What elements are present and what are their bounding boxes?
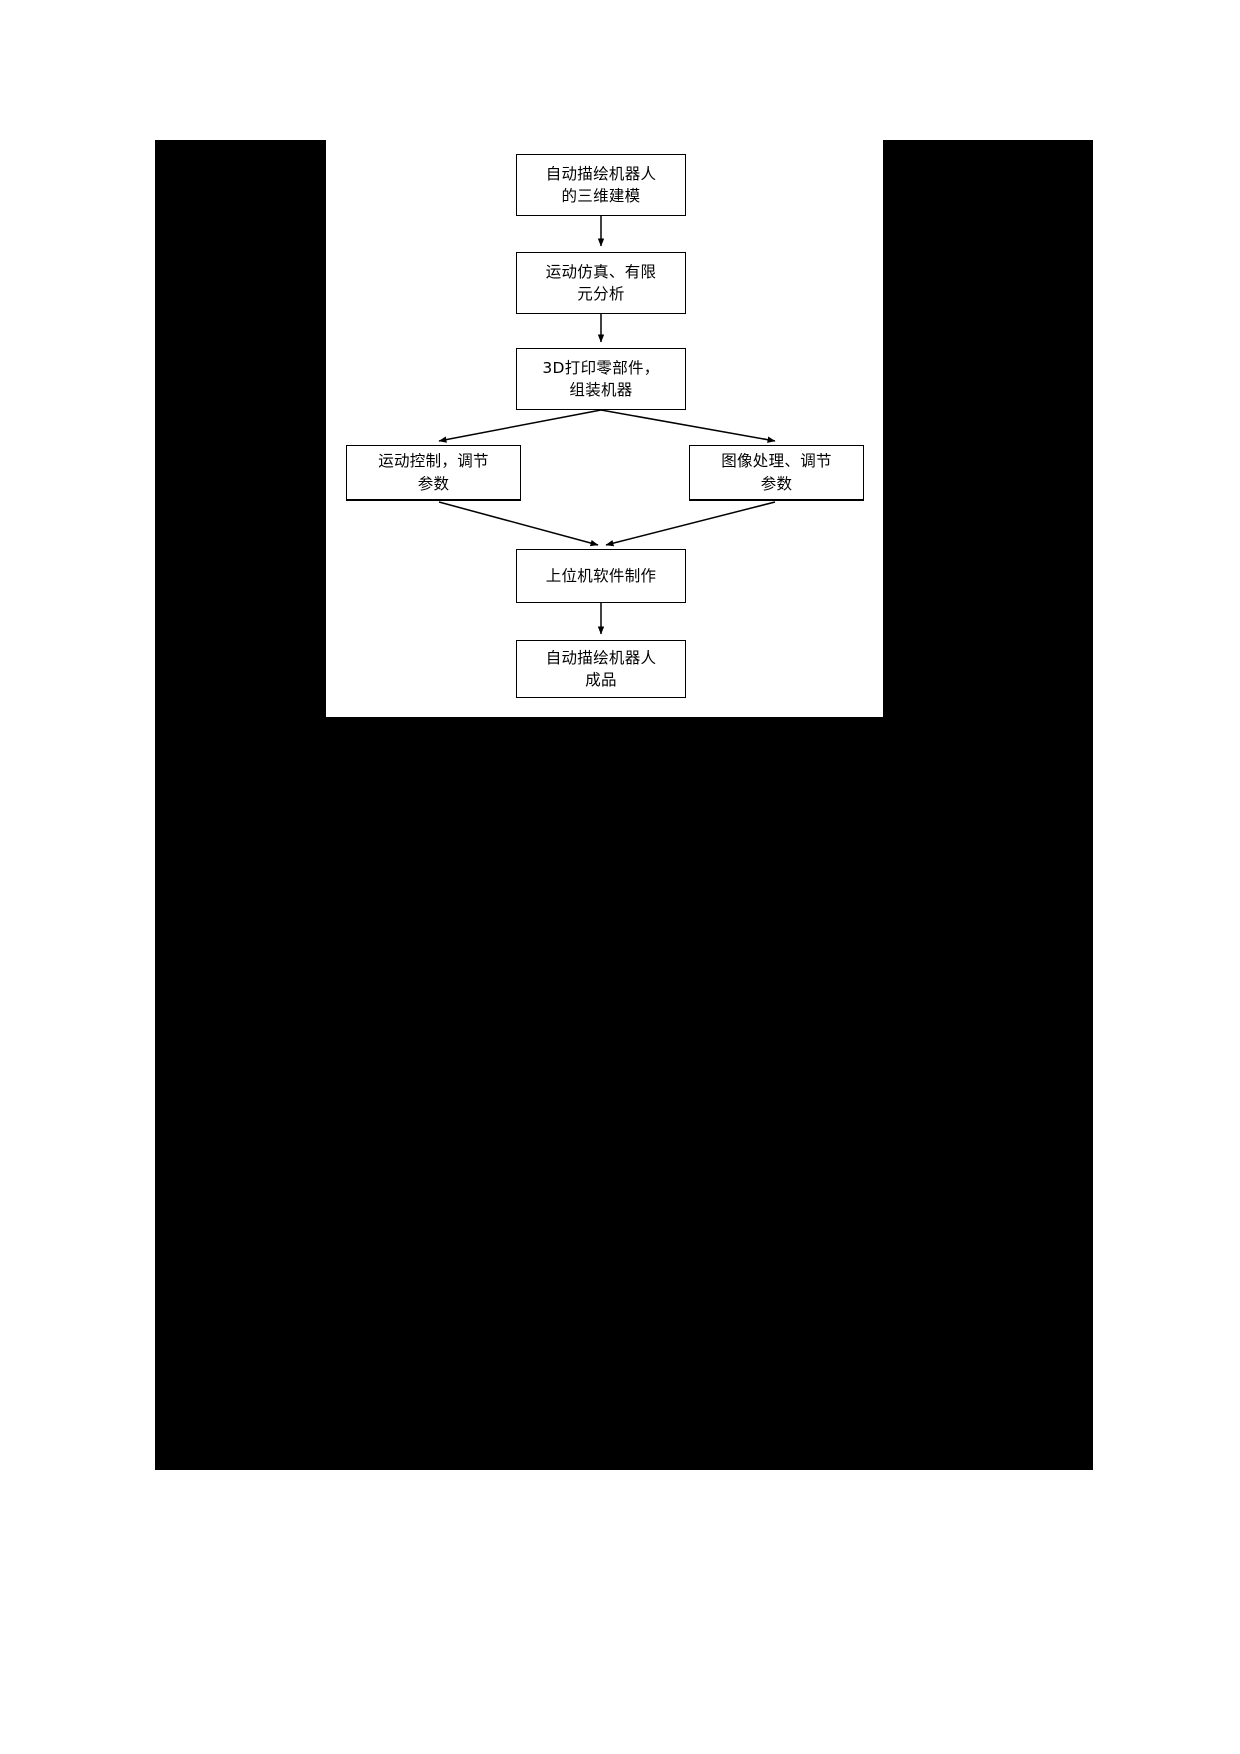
node-simulation-label: 运动仿真、有限 元分析	[545, 262, 657, 303]
node-modeling[interactable]: 自动描绘机器人 的三维建模	[516, 154, 686, 216]
edge-motion-to-software	[438, 501, 599, 547]
node-motion-control[interactable]: 运动控制，调节 参数	[346, 445, 521, 501]
node-printing[interactable]: 3D打印零部件， 组装机器	[516, 348, 686, 410]
node-image-processing-label: 图像处理、调节 参数	[721, 452, 832, 493]
flowchart-window: 自动描绘机器人 的三维建模 运动仿真、有限 元分析 3D打印零部件， 组装机器 …	[326, 140, 883, 717]
node-simulation[interactable]: 运动仿真、有限 元分析	[516, 252, 686, 314]
flowchart-connector-layer	[438, 216, 776, 635]
edge-printing-to-image	[600, 409, 776, 443]
edge-printing-to-motion	[438, 409, 602, 443]
node-modeling-label: 自动描绘机器人 的三维建模	[545, 164, 657, 205]
node-host-software-label: 上位机软件制作	[545, 566, 657, 585]
node-host-software[interactable]: 上位机软件制作	[516, 549, 686, 603]
node-printing-label: 3D打印零部件， 组装机器	[542, 358, 660, 399]
node-final-product[interactable]: 自动描绘机器人 成品	[516, 640, 686, 698]
node-final-product-label: 自动描绘机器人 成品	[545, 648, 657, 689]
edge-image-to-software	[605, 501, 776, 547]
node-image-processing[interactable]: 图像处理、调节 参数	[689, 445, 864, 501]
node-motion-control-label: 运动控制，调节 参数	[378, 452, 489, 493]
